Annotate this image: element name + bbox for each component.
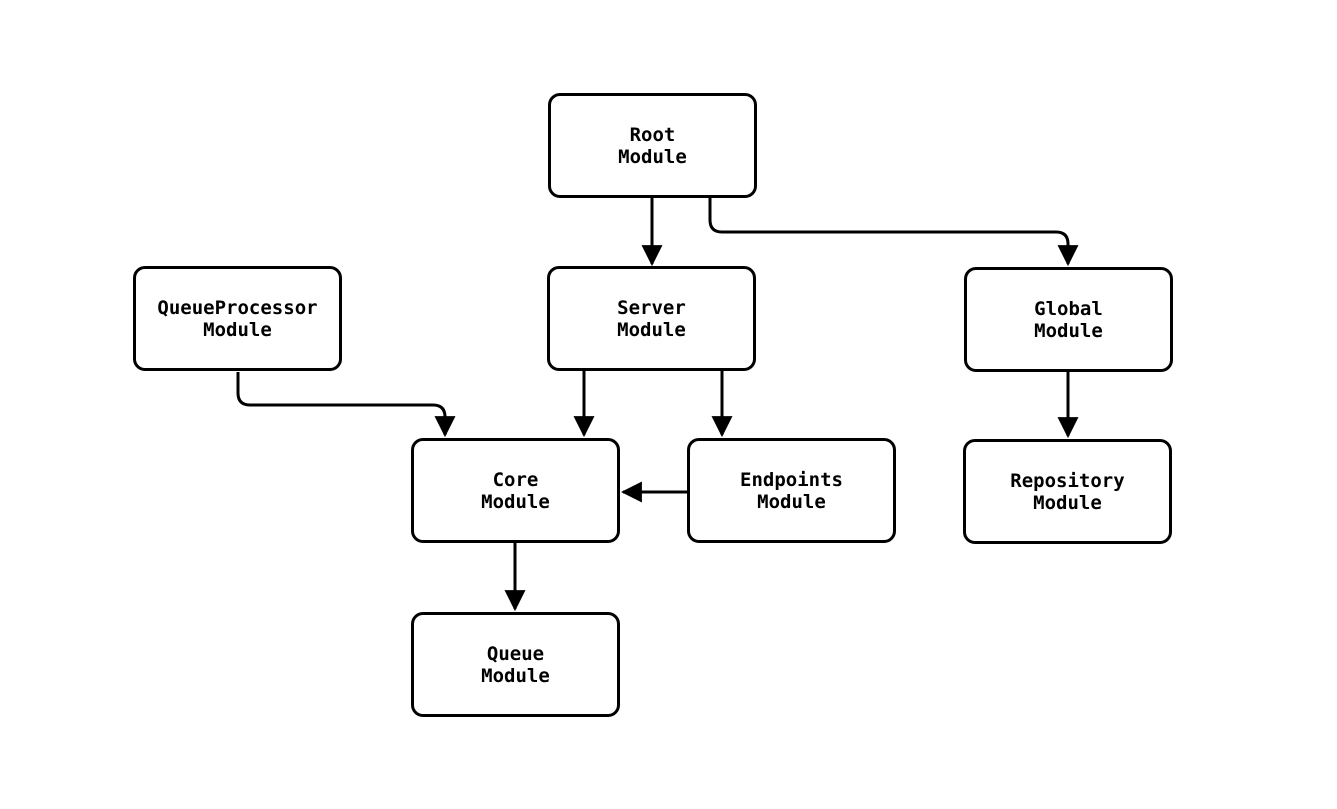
node-server-module: Server Module xyxy=(547,266,756,371)
node-label: Repository Module xyxy=(1010,469,1125,514)
node-label: Global Module xyxy=(1034,297,1103,342)
node-label: QueueProcessor Module xyxy=(157,296,318,341)
edge-root-to-global xyxy=(708,198,1079,267)
node-core-module: Core Module xyxy=(411,438,620,543)
node-global-module: Global Module xyxy=(964,267,1173,372)
edge-queueprocessor-to-core xyxy=(236,372,456,438)
node-label: Endpoints Module xyxy=(740,468,843,513)
node-queueprocessor-module: QueueProcessor Module xyxy=(133,266,342,371)
node-root-module: Root Module xyxy=(548,93,757,198)
node-repository-module: Repository Module xyxy=(963,439,1172,544)
node-label: Server Module xyxy=(617,296,686,341)
node-endpoints-module: Endpoints Module xyxy=(687,438,896,543)
node-label: Core Module xyxy=(481,468,550,513)
node-label: Queue Module xyxy=(481,642,550,687)
node-label: Root Module xyxy=(618,123,687,168)
node-queue-module: Queue Module xyxy=(411,612,620,717)
